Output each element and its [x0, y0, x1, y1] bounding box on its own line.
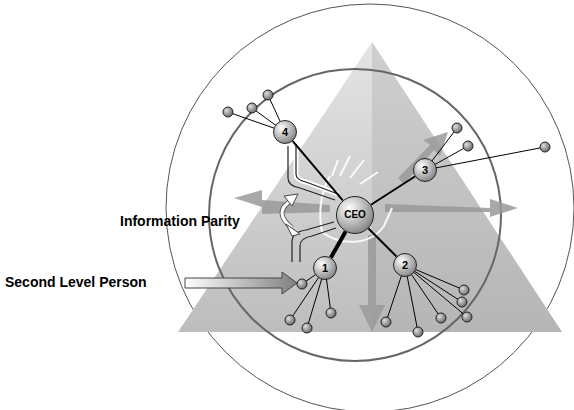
node-label: 1	[322, 263, 328, 274]
node-label: CEO	[344, 210, 366, 220]
outer-circle	[166, 4, 574, 410]
manager-circle: 1	[313, 256, 337, 280]
inner-circle	[209, 69, 501, 361]
node-label: 3	[422, 165, 428, 176]
leaf-lines	[228, 95, 545, 332]
manager-circle: 3	[413, 158, 437, 182]
ceo-circle: CEO	[336, 196, 374, 234]
reporting-line	[293, 141, 343, 200]
parity-arrow	[282, 194, 300, 236]
pyramid-shade	[372, 42, 562, 332]
node-label: 4	[282, 127, 288, 138]
bracket	[288, 144, 338, 262]
pointer-arrow	[185, 272, 297, 294]
pyramid	[178, 42, 562, 332]
leaf-dots	[223, 90, 550, 337]
reporting-line	[331, 232, 346, 258]
direction-arrows	[234, 132, 518, 332]
reporting-line	[368, 228, 396, 256]
manager-circle: 4	[273, 120, 297, 144]
node-label: 2	[402, 260, 408, 271]
parity-label: Information Parity	[120, 214, 240, 229]
manager-circle: 2	[393, 253, 417, 277]
pointer-label: Second Level Person	[5, 275, 147, 290]
reporting-line	[371, 176, 415, 204]
